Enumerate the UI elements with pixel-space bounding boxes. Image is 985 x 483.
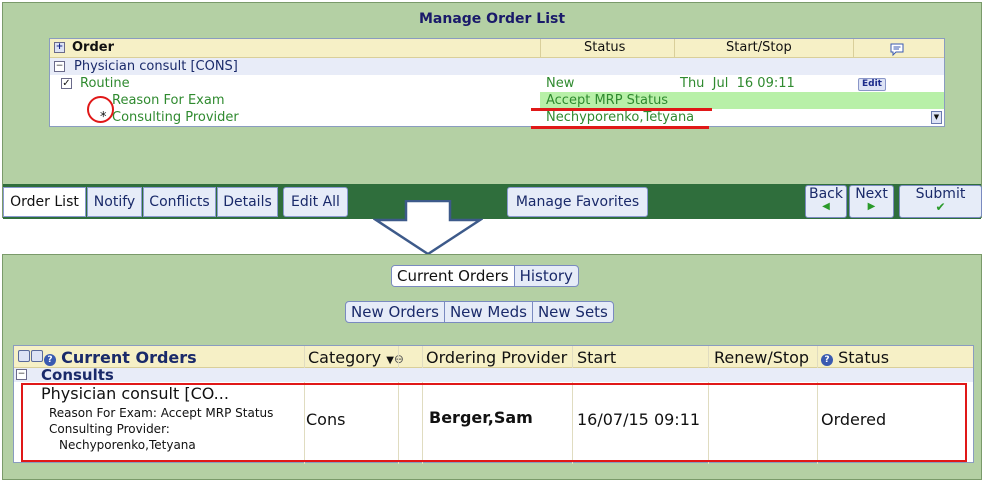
order-row-consulting: * Consulting Provider Nechyporenko,Tetya… (50, 109, 944, 126)
order-detail-provider: Nechyporenko,Tetyana (59, 438, 196, 452)
order-row-routine[interactable]: ✓ Routine New Thu Jul 16 09:11 Edit (50, 75, 944, 92)
collapse-all-icon[interactable] (18, 350, 30, 362)
help-icon[interactable]: ? (44, 354, 56, 366)
header-ordering-provider[interactable]: Ordering Provider (426, 348, 568, 367)
routine-start-stop: Thu Jul 16 09:11 (680, 76, 795, 91)
annotation-box (21, 383, 967, 462)
order-group-label: Physician consult [CONS] (74, 59, 238, 74)
header-current-orders: ? Current Orders (18, 348, 197, 367)
current-orders-title: Current Orders (61, 348, 197, 367)
sort-down-icon[interactable]: ▼ (386, 355, 394, 366)
order-table-header: + Order Status Start/Stop (50, 39, 944, 58)
panel-title: Manage Order List (418, 11, 566, 27)
group-label: Consults (41, 366, 114, 384)
new-orders-button[interactable]: New Orders (346, 302, 445, 322)
order-start: 16/07/15 09:11 (577, 410, 701, 429)
order-group-row: − Physician consult [CONS] (50, 58, 944, 75)
order-nav-bar: Order List Notify Conflicts Details Edit… (3, 184, 982, 219)
down-arrow-icon (371, 199, 485, 260)
status-help-icon[interactable]: ? (821, 354, 833, 366)
submit-label: Submit (915, 186, 966, 202)
routine-label: Routine (80, 76, 130, 91)
current-orders-panel: Current Orders History New Orders New Me… (2, 254, 982, 480)
manage-order-list-panel: Manage Order List + Order Status Start/S… (2, 2, 982, 219)
reason-label: Reason For Exam (112, 93, 225, 108)
expand-all-icon[interactable] (31, 350, 43, 362)
edit-all-button[interactable]: Edit All (283, 187, 348, 217)
tab-order-list[interactable]: Order List (3, 187, 86, 217)
manage-favorites-button[interactable]: Manage Favorites (507, 187, 648, 217)
header-start[interactable]: Start (577, 348, 617, 367)
new-buttons-group: New Orders New Meds New Sets (345, 301, 614, 323)
new-sets-button[interactable]: New Sets (537, 303, 608, 321)
current-orders-table: ? Current Orders Category ▼⊖ Ordering Pr… (13, 345, 974, 464)
order-detail-consulting: Consulting Provider: (49, 422, 170, 436)
annotation-underline-2 (531, 126, 709, 129)
order-status: Ordered (821, 410, 887, 429)
back-label: Back (809, 186, 843, 202)
checkmark-icon: ✔ (935, 200, 946, 214)
header-status[interactable]: ? Status (821, 348, 889, 367)
back-button[interactable]: Back ◀ (805, 185, 847, 218)
current-orders-header: ? Current Orders Category ▼⊖ Ordering Pr… (14, 346, 973, 368)
back-arrow-icon: ◀ (822, 201, 830, 212)
edit-button[interactable]: Edit (858, 78, 886, 91)
expand-all-icon[interactable]: + (54, 42, 65, 53)
header-renew-stop[interactable]: Renew/Stop (714, 348, 810, 367)
header-start-stop[interactable]: Start/Stop (726, 40, 792, 55)
order-provider: Berger,Sam (429, 408, 533, 427)
routine-status: New (546, 76, 575, 91)
header-order[interactable]: Order (72, 40, 114, 55)
tab-conflicts[interactable]: Conflicts (143, 187, 216, 217)
tab-history[interactable]: History (519, 267, 573, 285)
next-button[interactable]: Next ▶ (849, 185, 894, 218)
reason-value-field[interactable]: Accept MRP Status (540, 92, 944, 109)
order-list-table: + Order Status Start/Stop − Physician co… (49, 38, 945, 127)
routine-checkbox[interactable]: ✓ (61, 78, 72, 89)
tab-notify[interactable]: Notify (87, 187, 142, 217)
header-category[interactable]: Category ▼⊖ (308, 348, 404, 367)
order-category: Cons (306, 410, 346, 429)
group-row-consults[interactable]: − Consults (14, 366, 973, 384)
next-label: Next (855, 186, 888, 202)
annotation-circle (87, 96, 114, 123)
submit-button[interactable]: Submit ✔ (899, 185, 982, 218)
consulting-value: Nechyporenko,Tetyana (546, 110, 695, 125)
view-toggle: Current Orders History (391, 265, 579, 287)
comment-icon[interactable] (890, 41, 904, 60)
collapse-icon[interactable]: − (54, 61, 65, 72)
group-collapse-icon[interactable]: − (16, 369, 27, 380)
consulting-label: Consulting Provider (112, 110, 239, 125)
annotation-underline-1 (531, 108, 712, 111)
dropdown-arrow-icon[interactable]: ▼ (931, 111, 942, 124)
order-title: Physician consult [CO... (41, 384, 229, 403)
table-row[interactable]: Physician consult [CO... Reason For Exam… (14, 382, 973, 462)
order-row-reason: Reason For Exam Accept MRP Status (50, 92, 944, 109)
order-detail-reason: Reason For Exam: Accept MRP Status (49, 406, 274, 420)
consulting-provider-select[interactable]: Nechyporenko,Tetyana ▼ (540, 109, 944, 126)
new-meds-button[interactable]: New Meds (445, 302, 533, 322)
next-arrow-icon: ▶ (867, 201, 876, 212)
tab-details[interactable]: Details (217, 187, 278, 217)
tab-current-orders[interactable]: Current Orders (392, 266, 515, 286)
reason-value: Accept MRP Status (546, 93, 669, 108)
header-status[interactable]: Status (584, 40, 626, 55)
